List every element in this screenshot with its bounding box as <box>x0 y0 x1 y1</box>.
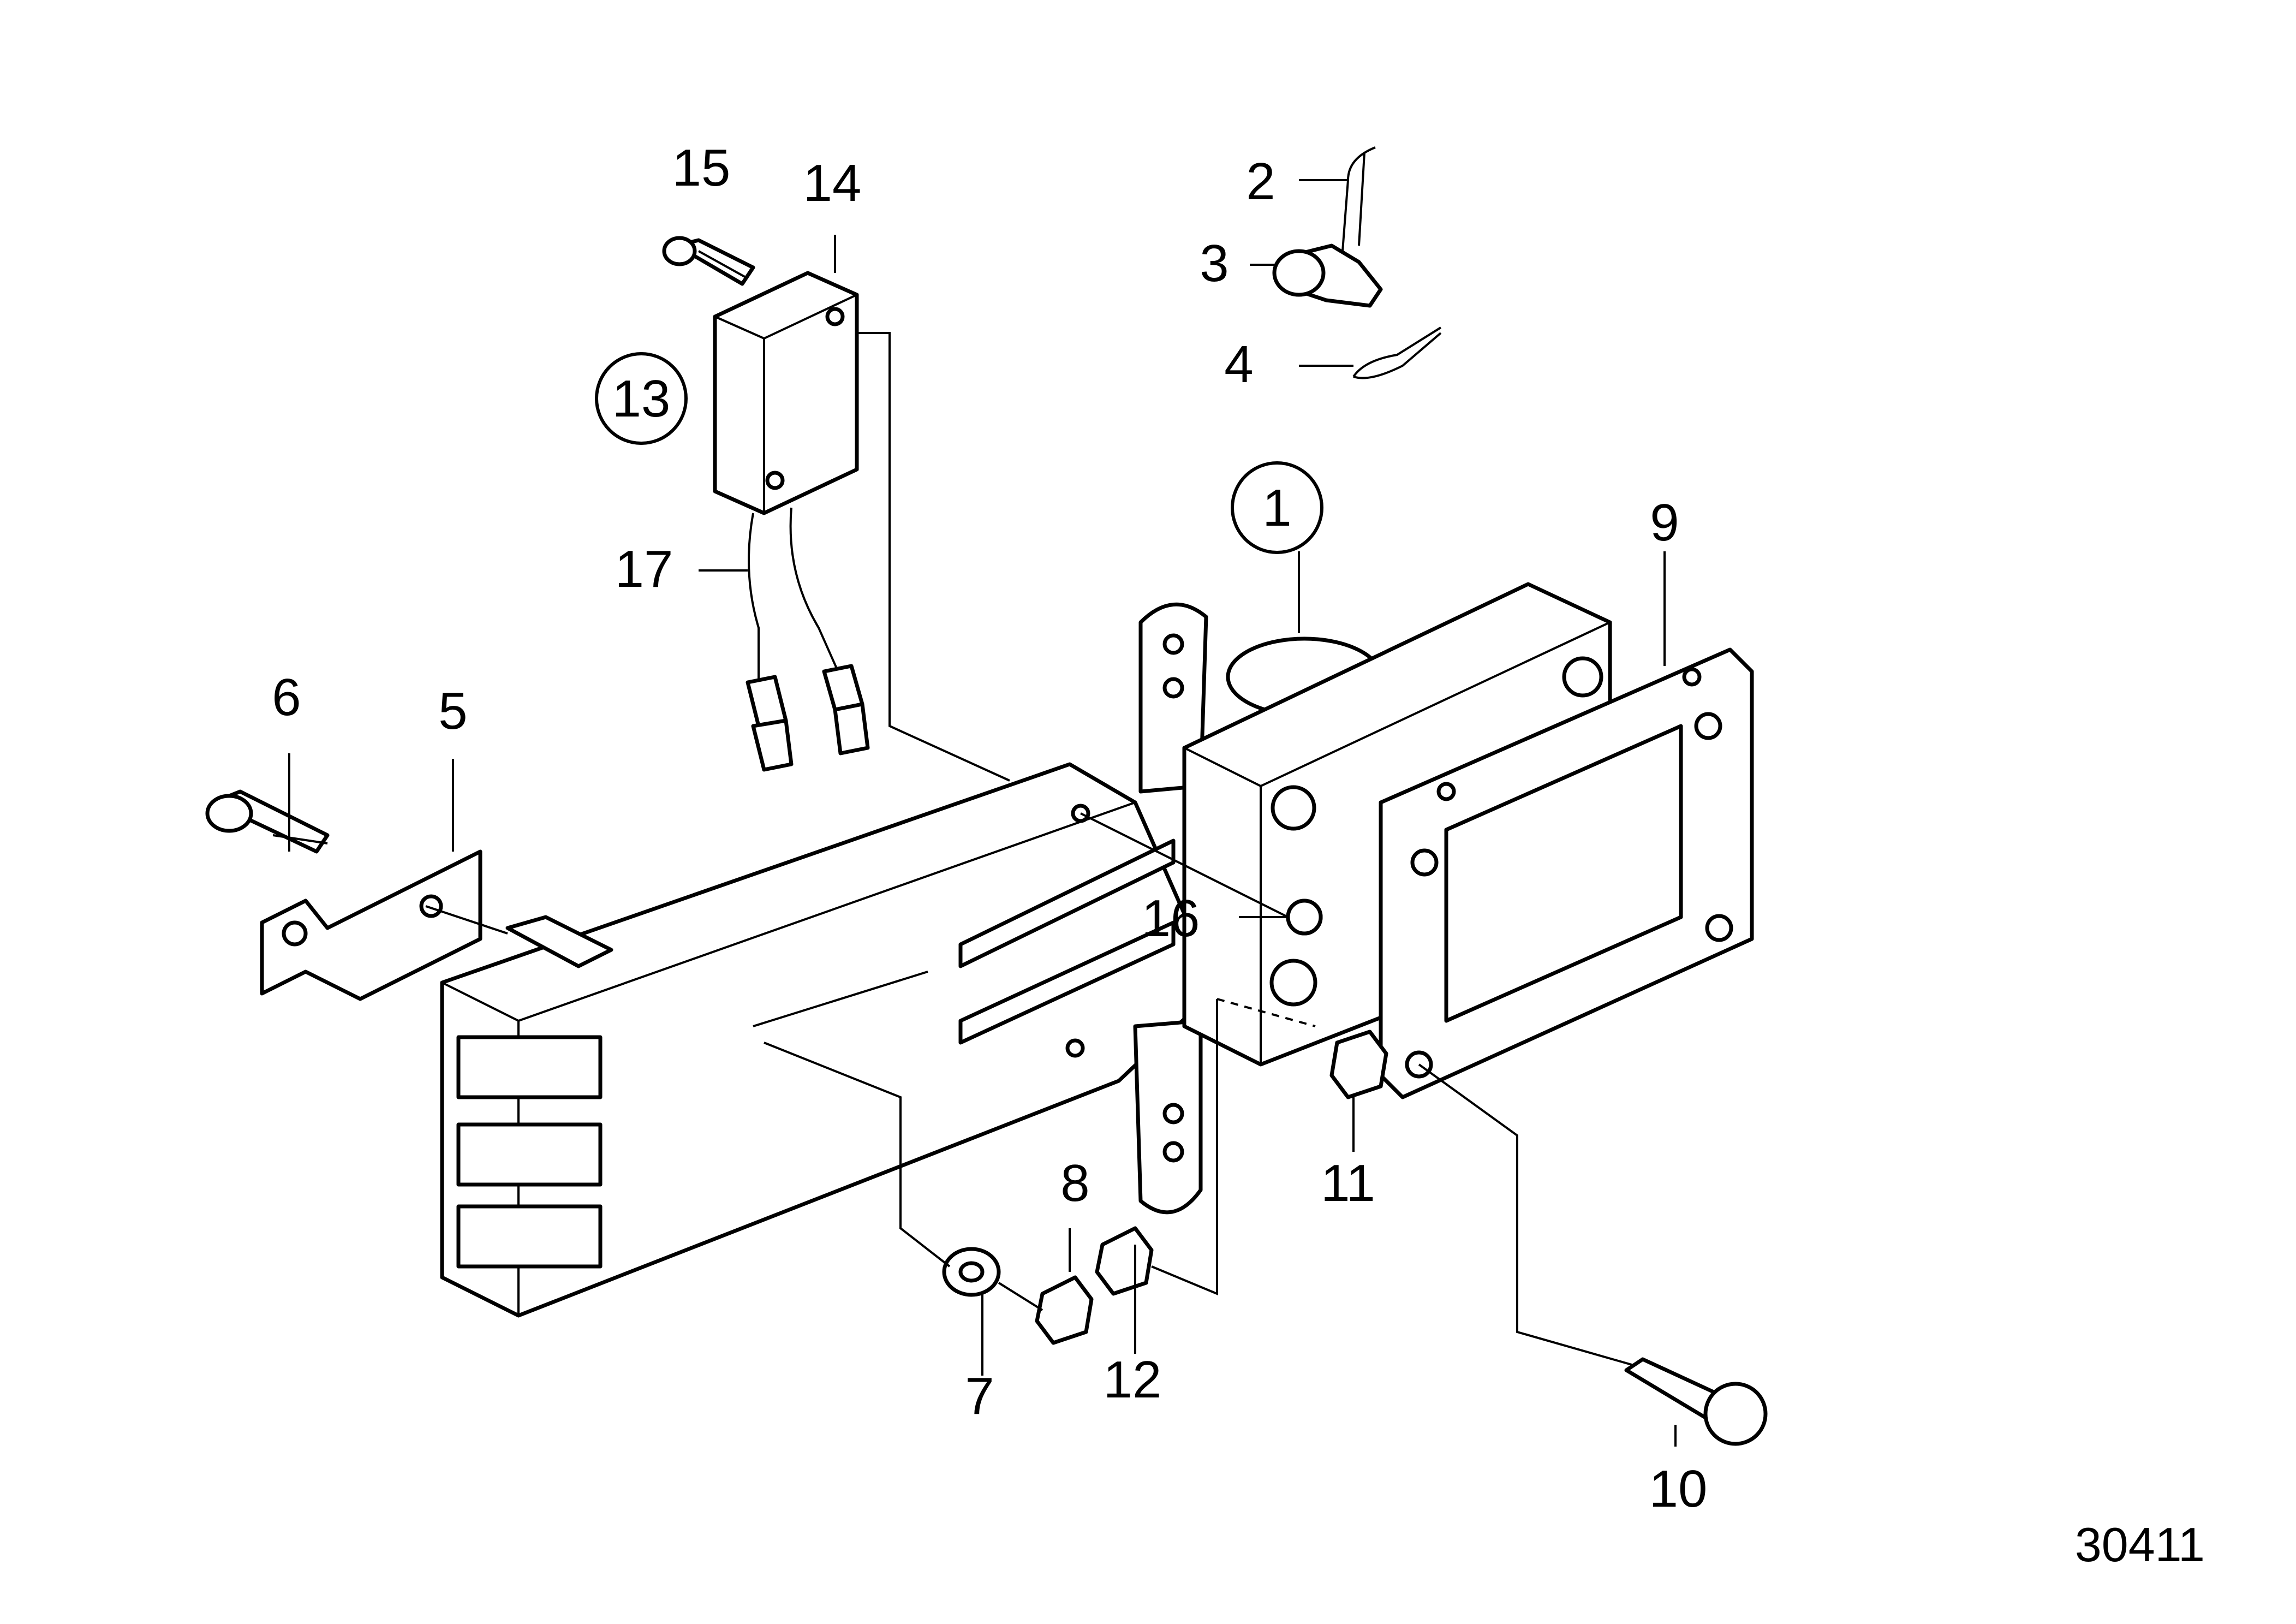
flange-bolt <box>1624 1357 1768 1446</box>
cable-clamp <box>260 849 482 1001</box>
box-screw <box>662 236 755 286</box>
clamp-screw <box>205 789 330 854</box>
callout-label-12: 12 <box>1104 1351 1162 1409</box>
nut-8 <box>1035 1275 1094 1345</box>
nut-16 <box>1286 899 1323 936</box>
leader-lines <box>272 179 1677 1447</box>
gasket <box>1379 647 1754 1099</box>
callout-label-17: 17 <box>615 540 673 598</box>
callout-circle-13 <box>595 352 688 445</box>
mounting-arm <box>440 762 1219 1318</box>
washer <box>942 1247 1001 1297</box>
drawing-number: 30411 <box>2075 1518 2205 1572</box>
callout-label-16: 16 <box>1142 889 1200 948</box>
callout-label-11: 11 <box>1321 1154 1375 1212</box>
callout-label-6: 6 <box>272 668 301 727</box>
clevis-pin <box>1272 243 1383 308</box>
callout-label-1: 1 <box>1262 479 1291 537</box>
callout-circle-1 <box>1231 461 1323 554</box>
callout-label-9: 9 <box>1650 493 1679 552</box>
callout-label-2: 2 <box>1246 152 1275 211</box>
callout-label-4: 4 <box>1224 335 1253 394</box>
cotter-pin <box>1352 326 1442 379</box>
callout-label-5: 5 <box>438 682 467 740</box>
nut-12 <box>1095 1226 1154 1296</box>
spring-clip <box>1341 146 1376 252</box>
callout-label-13: 13 <box>612 370 671 428</box>
callout-label-15: 15 <box>672 139 731 197</box>
callout-label-10: 10 <box>1649 1460 1708 1518</box>
callout-label-8: 8 <box>1060 1154 1089 1212</box>
wires <box>746 507 870 772</box>
callout-label-7: 7 <box>965 1367 994 1425</box>
pin-rod <box>505 915 613 968</box>
nut-11 <box>1329 1030 1388 1099</box>
control-box <box>713 271 859 515</box>
callout-label-14: 14 <box>803 154 862 212</box>
callout-label-3: 3 <box>1200 234 1228 293</box>
